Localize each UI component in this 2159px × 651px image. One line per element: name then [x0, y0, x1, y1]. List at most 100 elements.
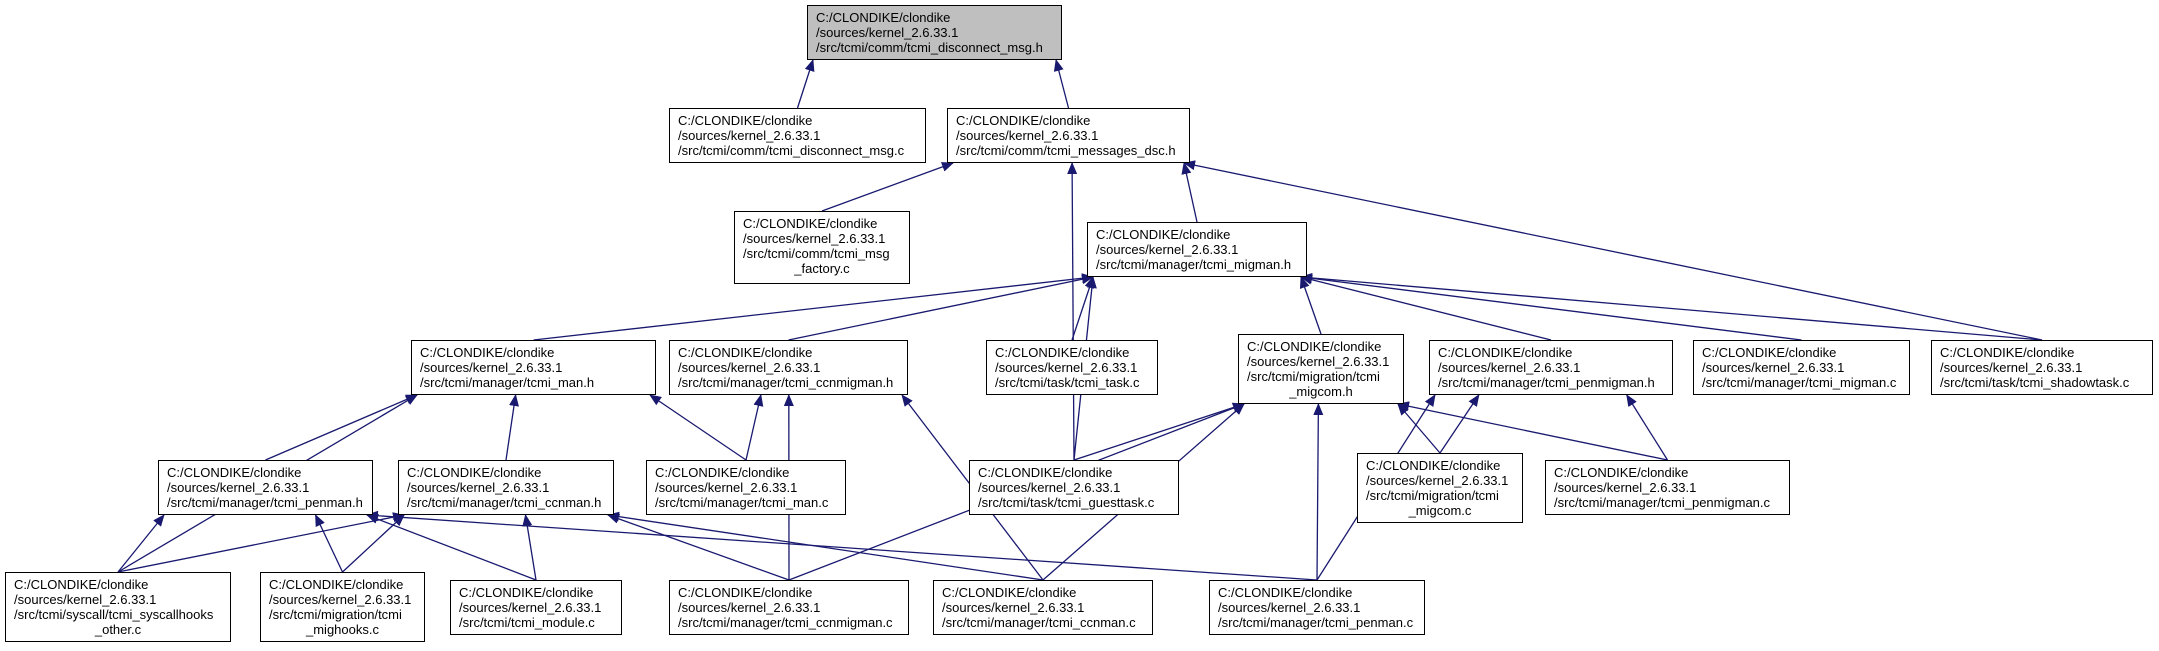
- node-label-line: /sources/kernel_2.6.33.1: [269, 592, 412, 607]
- node-label-line: /sources/kernel_2.6.33.1: [1702, 360, 1845, 375]
- node-label-line: /sources/kernel_2.6.33.1: [1247, 354, 1390, 369]
- node-tcmi-ccnmigman-c[interactable]: C:/CLONDIKE/clondike/sources/kernel_2.6.…: [669, 580, 909, 635]
- edge-ccnmigman_c-to-ccnman_h: [607, 514, 790, 581]
- node-tcmi-ccnman-c[interactable]: C:/CLONDIKE/clondike/sources/kernel_2.6.…: [933, 580, 1153, 635]
- edge-penmigman_c-to-penmigman_h: [1626, 394, 1669, 461]
- node-label-line: C:/CLONDIKE/clondike: [678, 585, 813, 600]
- node-label-line: C:/CLONDIKE/clondike: [269, 577, 404, 592]
- node-label-line: /sources/kernel_2.6.33.1: [459, 600, 602, 615]
- edge-disconnect_c-to-disconnect_h: [796, 59, 815, 109]
- node-label-line: C:/CLONDIKE/clondike: [14, 577, 149, 592]
- edge-penmigman_c-to-migcom_h: [1397, 401, 1668, 461]
- node-tcmi-penmigman-h[interactable]: C:/CLONDIKE/clondike/sources/kernel_2.6.…: [1429, 340, 1673, 395]
- node-label-line: C:/CLONDIKE/clondike: [1438, 345, 1573, 360]
- node-label-line: /sources/kernel_2.6.33.1: [978, 480, 1121, 495]
- edge-man_c-to-ccnmigman_h: [745, 394, 764, 461]
- node-tcmi-penmigman-c[interactable]: C:/CLONDIKE/clondike/sources/kernel_2.6.…: [1545, 460, 1790, 515]
- node-label-line: /src/tcmi/migration/tcmi: [269, 607, 402, 622]
- node-tcmi-module-c[interactable]: C:/CLONDIKE/clondike/sources/kernel_2.6.…: [450, 580, 622, 635]
- edge-ccnman_h-to-man_h: [505, 394, 519, 461]
- edge-migman_c-to-migman_h: [1300, 273, 1802, 341]
- node-tcmi-disconnect-msg-c[interactable]: C:/CLONDIKE/clondike/sources/kernel_2.6.…: [669, 108, 926, 163]
- node-label-line: /sources/kernel_2.6.33.1: [1218, 600, 1361, 615]
- node-label-line: /sources/kernel_2.6.33.1: [167, 480, 310, 495]
- edge-migman_h-to-messages_dsc: [1181, 162, 1198, 223]
- edge-shadowtask_c-to-messages_dsc: [1183, 160, 2043, 341]
- node-label-line: C:/CLONDIKE/clondike: [995, 345, 1130, 360]
- node-label-line: C:/CLONDIKE/clondike: [1702, 345, 1837, 360]
- node-label-line: /sources/kernel_2.6.33.1: [420, 360, 563, 375]
- node-label-line: /src/tcmi/comm/tcmi_disconnect_msg.c: [678, 143, 905, 158]
- node-label-line: C:/CLONDIKE/clondike: [678, 113, 813, 128]
- node-label-line: /src/tcmi/task/tcmi_task.c: [995, 375, 1140, 390]
- edge-syscallhooks-to-ccnman_h: [117, 512, 405, 573]
- node-label-line: C:/CLONDIKE/clondike: [1366, 458, 1501, 473]
- node-tcmi-disconnect-msg-h[interactable]: C:/CLONDIKE/clondike/sources/kernel_2.6.…: [807, 5, 1062, 60]
- node-label-line: /sources/kernel_2.6.33.1: [678, 128, 821, 143]
- edge-syscallhooks-to-penman_h: [117, 514, 165, 573]
- node-label-line: /src/tcmi/manager/tcmi_ccnmigman.h: [678, 375, 894, 390]
- node-label-line: /src/tcmi/syscall/tcmi_syscallhooks: [14, 607, 214, 622]
- node-tcmi-migman-c[interactable]: C:/CLONDIKE/clondike/sources/kernel_2.6.…: [1693, 340, 1910, 395]
- node-label-line: /src/tcmi/comm/tcmi_msg: [743, 246, 890, 261]
- node-label-line: /src/tcmi/manager/tcmi_penmigman.h: [1438, 375, 1655, 390]
- node-label-line: /sources/kernel_2.6.33.1: [1366, 473, 1509, 488]
- edge-messages_dsc-to-disconnect_h: [1053, 59, 1070, 109]
- node-tcmi-man-h[interactable]: C:/CLONDIKE/clondike/sources/kernel_2.6.…: [411, 340, 656, 395]
- node-tcmi-penman-c[interactable]: C:/CLONDIKE/clondike/sources/kernel_2.6.…: [1209, 580, 1425, 635]
- edge-module_c-to-ccnman_h: [522, 514, 537, 581]
- node-label-line: C:/CLONDIKE/clondike: [678, 345, 813, 360]
- edge-guesttask_c-to-messages_dsc: [1067, 162, 1078, 461]
- node-label-line: _migcom.c: [1408, 503, 1472, 518]
- node-label-line: /sources/kernel_2.6.33.1: [1438, 360, 1581, 375]
- node-label-line: /src/tcmi/manager/tcmi_ccnman.h: [407, 495, 602, 510]
- node-label-line: C:/CLONDIKE/clondike: [1247, 339, 1382, 354]
- node-label-line: /sources/kernel_2.6.33.1: [1096, 242, 1239, 257]
- edge-guesttask_c-to-migcom_h: [1073, 402, 1245, 461]
- node-label-line: C:/CLONDIKE/clondike: [407, 465, 542, 480]
- node-label-line: C:/CLONDIKE/clondike: [816, 10, 951, 25]
- node-label-line: /src/tcmi/comm/tcmi_disconnect_msg.h: [816, 40, 1043, 55]
- node-label-line: /sources/kernel_2.6.33.1: [743, 231, 886, 246]
- node-label-line: /sources/kernel_2.6.33.1: [407, 480, 550, 495]
- edge-shadowtask_c-to-migman_h: [1300, 272, 2043, 341]
- edge-man_h-to-migman_h: [533, 273, 1094, 341]
- edge-ccnman_c-to-ccnman_h: [607, 511, 1044, 581]
- node-tcmi-task-c[interactable]: C:/CLONDIKE/clondike/sources/kernel_2.6.…: [986, 340, 1158, 395]
- node-label-line: C:/CLONDIKE/clondike: [420, 345, 555, 360]
- node-label-line: C:/CLONDIKE/clondike: [743, 216, 878, 231]
- node-tcmi-guesttask-c[interactable]: C:/CLONDIKE/clondike/sources/kernel_2.6.…: [969, 460, 1179, 515]
- node-label-line: _factory.c: [794, 261, 850, 276]
- node-label-line: /sources/kernel_2.6.33.1: [678, 360, 821, 375]
- edge-man_c-to-man_h: [649, 394, 747, 461]
- node-tcmi-mighooks-c[interactable]: C:/CLONDIKE/clondike/sources/kernel_2.6.…: [260, 572, 425, 642]
- node-tcmi-migman-h[interactable]: C:/CLONDIKE/clondike/sources/kernel_2.6.…: [1087, 222, 1307, 277]
- node-label-line: C:/CLONDIKE/clondike: [978, 465, 1113, 480]
- node-label-line: /src/tcmi/migration/tcmi: [1366, 488, 1499, 503]
- node-label-line: C:/CLONDIKE/clondike: [1218, 585, 1353, 600]
- node-label-line: /src/tcmi/manager/tcmi_man.h: [420, 375, 595, 390]
- node-tcmi-shadowtask-c[interactable]: C:/CLONDIKE/clondike/sources/kernel_2.6.…: [1931, 340, 2153, 395]
- node-label-line: _other.c: [94, 622, 142, 637]
- node-tcmi-ccnman-h[interactable]: C:/CLONDIKE/clondike/sources/kernel_2.6.…: [398, 460, 614, 515]
- node-label-line: /src/tcmi/manager/tcmi_migman.c: [1702, 375, 1897, 390]
- node-tcmi-penman-h[interactable]: C:/CLONDIKE/clondike/sources/kernel_2.6.…: [158, 460, 373, 515]
- node-label-line: _migcom.h: [1289, 384, 1353, 399]
- node-label-line: /src/tcmi/manager/tcmi_ccnmigman.c: [678, 615, 893, 630]
- node-label-line: /src/tcmi/manager/tcmi_penmigman.c: [1554, 495, 1771, 510]
- node-label-line: /src/tcmi/task/tcmi_guesttask.c: [978, 495, 1155, 510]
- node-label-line: /sources/kernel_2.6.33.1: [816, 25, 959, 40]
- node-tcmi-syscallhooks-other-c[interactable]: C:/CLONDIKE/clondike/sources/kernel_2.6.…: [5, 572, 231, 642]
- node-tcmi-migcom-h[interactable]: C:/CLONDIKE/clondike/sources/kernel_2.6.…: [1238, 334, 1404, 404]
- node-label-line: C:/CLONDIKE/clondike: [655, 465, 790, 480]
- node-label-line: /src/tcmi/tcmi_module.c: [459, 615, 595, 630]
- node-label-line: /src/tcmi/task/tcmi_shadowtask.c: [1940, 375, 2130, 390]
- node-tcmi-migcom-c[interactable]: C:/CLONDIKE/clondike/sources/kernel_2.6.…: [1357, 453, 1523, 523]
- node-label-line: /src/tcmi/manager/tcmi_migman.h: [1096, 257, 1292, 272]
- edge-migcom_c-to-migcom_h: [1397, 403, 1441, 454]
- node-tcmi-man-c[interactable]: C:/CLONDIKE/clondike/sources/kernel_2.6.…: [646, 460, 846, 515]
- node-tcmi-msg-factory-c[interactable]: C:/CLONDIKE/clondike/sources/kernel_2.6.…: [734, 211, 910, 284]
- node-tcmi-messages-dsc-h[interactable]: C:/CLONDIKE/clondike/sources/kernel_2.6.…: [947, 108, 1190, 163]
- node-label-line: /sources/kernel_2.6.33.1: [14, 592, 157, 607]
- node-tcmi-ccnmigman-h[interactable]: C:/CLONDIKE/clondike/sources/kernel_2.6.…: [669, 340, 908, 395]
